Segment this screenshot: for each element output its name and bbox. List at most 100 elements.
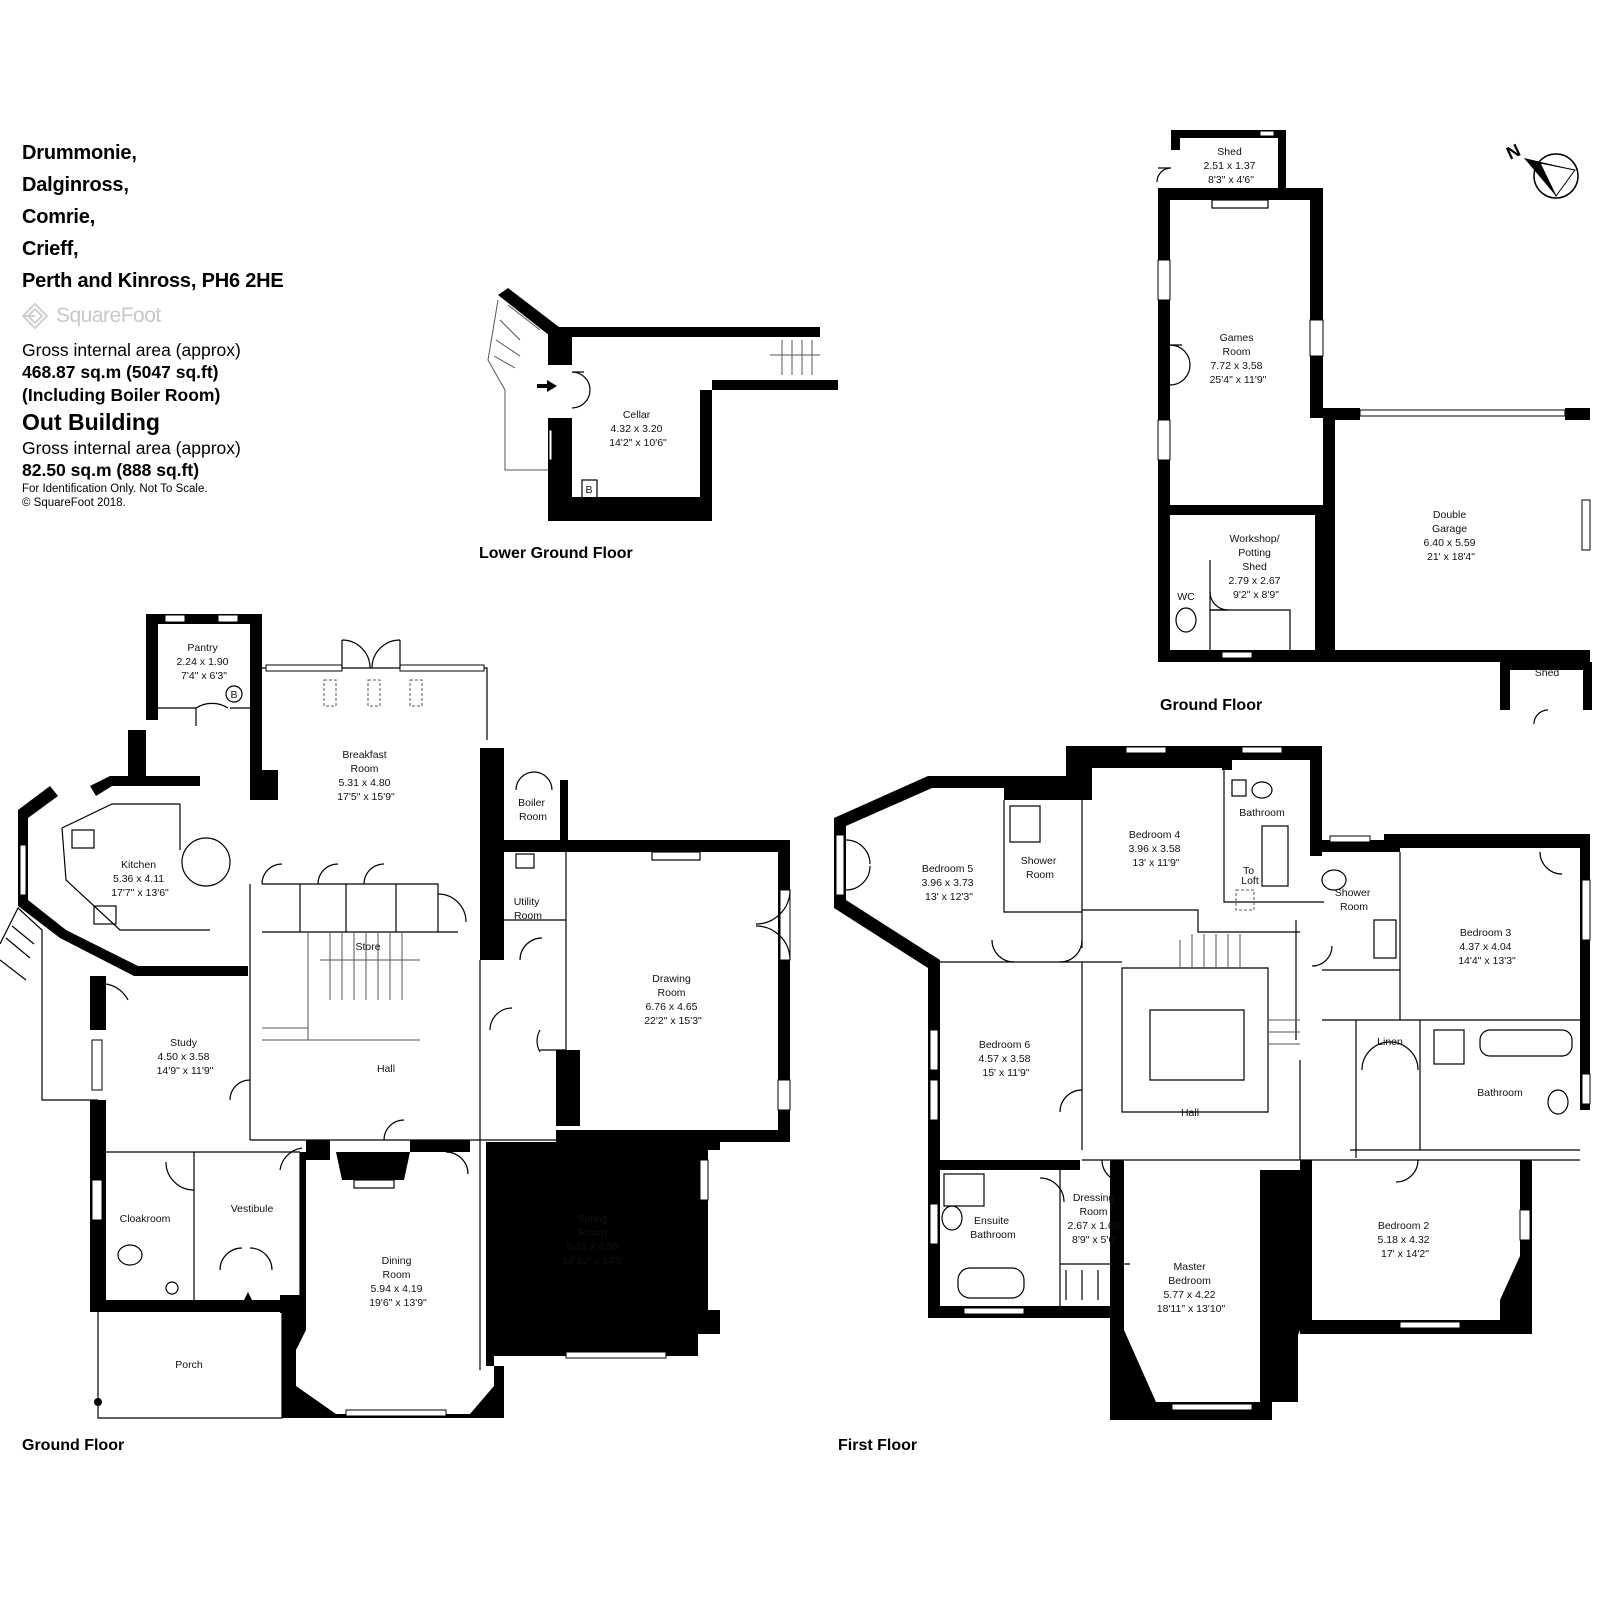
- sitting-window: [565, 1351, 667, 1359]
- kitchen-hob: [93, 905, 117, 925]
- store-walls: [262, 883, 458, 933]
- ensuite-bath: [957, 1267, 1025, 1299]
- to-loft-label: To Loft: [1241, 865, 1259, 887]
- shed-door: [1156, 167, 1172, 183]
- room-bedroom6: Bedroom 6 4.57 x 3.58 15' x 11'9": [979, 1039, 1034, 1079]
- garage-walls: [1323, 408, 1590, 662]
- outbuilding-heading: Out Building: [22, 409, 160, 435]
- first-internal-walls-top: [1003, 768, 1324, 948]
- drawing-room-left-wall: [556, 1050, 580, 1126]
- cellar-side-stair: [770, 340, 820, 375]
- drawing-window-doors: [779, 889, 791, 961]
- games-window: [1157, 259, 1171, 301]
- cloak-toilet-icon: [117, 1244, 143, 1266]
- room-shed-small: Shed: [1535, 667, 1560, 679]
- shed-small-walls: [1500, 662, 1592, 710]
- first-doors: [991, 939, 1125, 1183]
- room-hall-first: Hall: [1181, 1107, 1199, 1119]
- study-door: [105, 983, 129, 1001]
- room-double-garage: Double Garage 6.40 x 5.59 21' x 18'4": [1424, 509, 1479, 563]
- floor-label-outbuilding: Ground Floor: [1160, 697, 1262, 714]
- dining-walls: [282, 1152, 504, 1418]
- cloak-window: [91, 1179, 103, 1221]
- cellar-entry-stair: [487, 299, 548, 471]
- ground-floor-plan: B Boiler Room Utility Room: [0, 614, 791, 1454]
- games-fireplace: [1211, 199, 1269, 209]
- bedroom2-window: [1399, 1321, 1461, 1329]
- floor-label-first: First Floor: [838, 1437, 917, 1454]
- sitting-doors: [495, 1141, 671, 1165]
- property-info: Drummonie, Dalginross, Comrie, Crieff, P…: [22, 137, 352, 510]
- address-line: Comrie,: [22, 206, 96, 228]
- ensuite-window: [929, 1203, 939, 1245]
- ensuite-door: [1039, 1177, 1065, 1203]
- bedroom2-window: [1519, 1209, 1531, 1241]
- shed-small-door: [1533, 709, 1549, 725]
- room-cloakroom: Cloakroom: [120, 1213, 171, 1225]
- breakfast-skylights: [323, 679, 423, 707]
- drawing-window: [777, 1079, 791, 1111]
- dining-window: [345, 1409, 447, 1417]
- room-shed-top: Shed 2.51 x 1.37 8'3" x 4'6": [1204, 146, 1259, 186]
- kitchen-table: [181, 837, 231, 887]
- boiler-unit: [581, 479, 598, 505]
- workshop-door: [1209, 591, 1229, 611]
- sitting-fireplace-surround: [676, 1196, 700, 1270]
- room-master: Master Bedroom 5.77 x 4.22 18'11" x 13'1…: [1157, 1261, 1226, 1315]
- room-sitting: Sitting Room 5.13 x 4.50 16'10" x 14'9": [562, 1213, 626, 1267]
- room-dining: Dining Room 5.94 x 4.19 19'6" x 13'9": [369, 1255, 427, 1309]
- room-utility: Utility Room: [514, 896, 543, 922]
- address-line: Crieff,: [22, 238, 79, 260]
- disclaimer: For Identification Only. Not To Scale.: [22, 483, 208, 495]
- bedroom3-window: [1581, 879, 1591, 941]
- kitchen-walls: [18, 786, 248, 976]
- store-doors: [261, 863, 467, 923]
- first-internal-walls-right: [1295, 852, 1590, 1158]
- boiler-room-walls: [480, 748, 790, 1140]
- entry-arrow-ground: [242, 1292, 254, 1312]
- shed-window: [1259, 130, 1275, 137]
- cloak-basin: [165, 1281, 179, 1295]
- main-stair: [262, 932, 420, 1041]
- pantry-window: [217, 614, 239, 623]
- floor-label-ground: Ground Floor: [22, 1437, 124, 1454]
- room-vestibule: Vestibule: [231, 1203, 274, 1215]
- squarefoot-logo-icon: [22, 303, 48, 329]
- room-bathroom2: Bathroom: [1477, 1087, 1523, 1099]
- study-walls: [90, 976, 106, 1145]
- main-area-value: 468.87 sq.m (5047 sq.ft): [22, 362, 219, 382]
- cellar-walls: [548, 327, 838, 521]
- kitchen-pantry-pillar: [128, 730, 146, 778]
- bedroom6-window: [929, 1029, 939, 1071]
- dining-top-wall: [306, 1140, 470, 1160]
- study-window: [91, 1039, 103, 1091]
- shower2-toilet-icon: [1321, 869, 1347, 891]
- breakfast-window: [265, 664, 343, 672]
- sitting-window: [699, 1159, 709, 1201]
- room-hall-ground: Hall: [377, 1063, 395, 1075]
- ensuite-shower: [943, 1173, 985, 1207]
- drawing-french-doors: [755, 889, 791, 961]
- compass-icon: N: [1503, 140, 1579, 199]
- sitting-walls: [486, 1142, 720, 1366]
- pantry-window: [164, 614, 186, 623]
- room-breakfast: Breakfast Room 5.31 x 4.80 17'5" x 15'9": [337, 749, 395, 803]
- brand-logo: SquareFoot: [22, 303, 352, 329]
- workshop-window: [1221, 651, 1253, 659]
- room-drawing: Drawing Room 6.76 x 4.65 22'2" x 15'3": [644, 973, 702, 1027]
- lower-ground-floor-plan: B Cellar 4.32 x 3.20 14'2" x 10'6" Lower…: [479, 288, 838, 562]
- first-stair: [1179, 934, 1300, 1045]
- copyright: © SquareFoot 2018.: [22, 497, 126, 509]
- dressing-wardrobes: [1065, 1270, 1115, 1300]
- master-bay-right: [1266, 1332, 1298, 1402]
- room-workshop: Workshop/ Potting Shed 2.79 x 2.67 9'2" …: [1229, 533, 1284, 601]
- garage-door-opening: [1359, 409, 1566, 417]
- room-bathroom1: Bathroom: [1239, 807, 1285, 819]
- ensuite-window: [963, 1307, 1025, 1315]
- room-linen: Linen: [1377, 1036, 1403, 1048]
- bedroom5-window-doors: [835, 834, 845, 896]
- room-bedroom4: Bedroom 4 3.96 x 3.58 13' x 11'9": [1129, 829, 1184, 869]
- bathroom2-toilet-icon: [1547, 1089, 1569, 1115]
- bedroom5-french-doors: [845, 839, 871, 891]
- bathroom1-window: [1241, 746, 1283, 754]
